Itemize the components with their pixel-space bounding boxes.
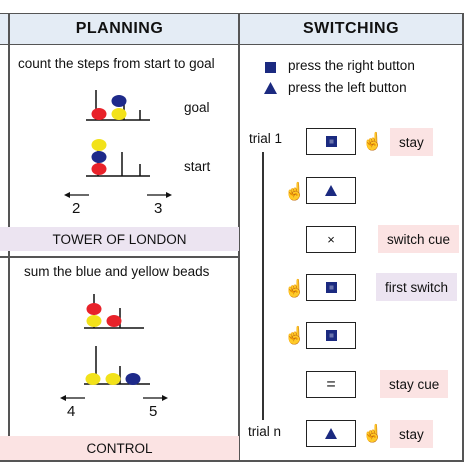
stimulus-box: × xyxy=(306,226,356,253)
square-symbol-icon xyxy=(325,282,337,293)
control-diagram-top xyxy=(84,294,144,329)
left-hand-icon: ☝ xyxy=(284,279,306,298)
stimulus-box xyxy=(306,177,356,204)
right-arrow-icon xyxy=(143,395,168,401)
switch-cue-tag: switch cue xyxy=(378,225,460,253)
bead-red xyxy=(86,303,102,315)
bottom-border xyxy=(0,460,464,462)
column-divider-right xyxy=(462,13,464,461)
bead-blue xyxy=(111,95,127,107)
bead-yellow xyxy=(91,139,107,151)
bead-blue xyxy=(125,373,141,385)
left-hand-icon: ☝ xyxy=(284,182,306,201)
triangle-symbol-icon xyxy=(325,185,337,196)
bead-yellow xyxy=(85,373,101,385)
trial-first-label: trial 1 xyxy=(249,131,283,146)
stimulus-box xyxy=(306,420,356,447)
stimulus-box xyxy=(306,128,356,155)
tower-instruction: count the steps from start to goal xyxy=(18,56,215,71)
left-arrow-icon xyxy=(64,192,89,198)
stimulus-box xyxy=(306,274,356,301)
trial-last-label: trial n xyxy=(248,424,282,439)
tower-goal-diagram xyxy=(86,90,150,121)
stay-tag: stay xyxy=(390,420,433,448)
left-arrow-icon xyxy=(60,395,85,401)
section-divider xyxy=(0,256,239,258)
stay-label: stay xyxy=(399,426,424,442)
square-symbol-icon xyxy=(325,136,337,147)
bead-blue xyxy=(91,151,107,163)
stay-cue-label: stay cue xyxy=(389,376,440,392)
bead-red xyxy=(91,163,107,175)
right-hand-icon: ☝ xyxy=(362,424,384,443)
control-right-count: 5 xyxy=(149,403,158,420)
square-icon xyxy=(265,62,276,73)
stay-label: stay xyxy=(399,134,424,150)
square-symbol-icon xyxy=(325,330,337,341)
right-hand-icon: ☝ xyxy=(362,132,384,151)
left-hand-icon: ☝ xyxy=(284,326,306,345)
legend-triangle-text: press the left button xyxy=(288,80,407,95)
control-label: CONTROL xyxy=(86,440,153,456)
tower-of-london-band: TOWER OF LONDON xyxy=(0,227,239,251)
stimulus-box: = xyxy=(306,371,356,398)
bead-yellow xyxy=(105,373,121,385)
first-switch-label: first switch xyxy=(385,279,449,295)
start-label: start xyxy=(184,159,211,174)
cross-symbol: × xyxy=(327,232,335,247)
triangle-symbol-icon xyxy=(325,428,337,439)
bead-yellow xyxy=(111,108,127,120)
bead-red xyxy=(106,315,122,327)
legend-square-text: press the right button xyxy=(288,58,415,73)
goal-label: goal xyxy=(184,100,210,115)
trial-timeline xyxy=(262,152,264,420)
tower-left-count: 2 xyxy=(72,200,81,217)
first-switch-tag: first switch xyxy=(376,273,458,301)
bead-yellow xyxy=(86,315,102,327)
stay-cue-tag: stay cue xyxy=(380,370,449,398)
switching-header: SWITCHING xyxy=(240,13,462,45)
right-arrow-icon xyxy=(147,192,172,198)
planning-title: PLANNING xyxy=(75,20,164,37)
equals-symbol: = xyxy=(326,376,336,393)
stay-tag: stay xyxy=(390,128,433,156)
tower-of-london-label: TOWER OF LONDON xyxy=(52,231,187,247)
stimulus-box xyxy=(306,322,356,349)
control-diagram-bottom xyxy=(84,346,150,385)
switch-cue-label: switch cue xyxy=(387,231,451,247)
control-left-count: 4 xyxy=(67,403,76,420)
triangle-icon xyxy=(264,82,277,94)
control-instruction: sum the blue and yellow beads xyxy=(24,264,210,279)
tower-right-count: 3 xyxy=(154,200,163,217)
tower-start-diagram xyxy=(86,139,150,177)
bead-red xyxy=(91,108,107,120)
planning-header: PLANNING xyxy=(0,13,239,45)
control-band: CONTROL xyxy=(0,436,239,460)
switching-title: SWITCHING xyxy=(302,20,400,37)
